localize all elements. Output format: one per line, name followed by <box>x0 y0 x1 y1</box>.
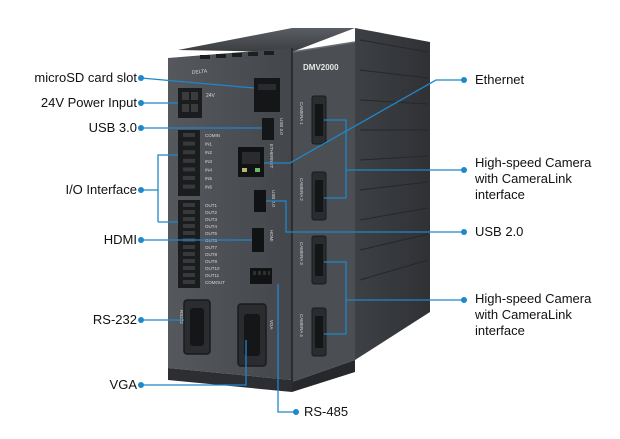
io-terminal-hole <box>183 167 195 172</box>
io-pin-label: IN6 <box>205 185 213 190</box>
leader-rs485 <box>277 284 296 413</box>
io-pin-label: OUT3 <box>205 217 217 222</box>
usb2-port-text: USB 2.0 <box>271 190 276 207</box>
brand-label: DELTA <box>192 68 209 76</box>
label-rs232: RS-232 <box>92 312 137 327</box>
label-camera-a-line-1: High-speed Camera <box>475 155 592 170</box>
label-ethernet: Ethernet <box>475 72 525 87</box>
io-pin-list: COMIN IN1IN2IN3IN4IN5IN6OUT1OUT2OUT3OUT4O… <box>183 133 225 285</box>
io-pin-label: IN5 <box>205 176 213 181</box>
label-camera-a: High-speed Camera with CameraLink interf… <box>475 155 620 203</box>
status-leds <box>200 51 274 59</box>
right-side-panel <box>355 28 430 360</box>
rs485-port <box>250 268 272 284</box>
io-pin-label: IN2 <box>205 150 213 155</box>
io-pin-label: IN1 <box>205 142 213 147</box>
io-terminal-hole <box>183 158 195 163</box>
io-pin-label: OUT10 <box>205 266 220 271</box>
io-pin-label: COMIN <box>205 133 220 138</box>
model-label: DMV2000 <box>303 63 339 72</box>
label-camera-b-line-1: High-speed Camera <box>475 291 592 306</box>
power-connector <box>178 88 202 118</box>
io-pin-label: COMOUT <box>205 280 225 285</box>
rs232-port-text: RS232 <box>179 310 184 324</box>
io-terminal-hole <box>183 266 195 270</box>
io-pin-label: OUT11 <box>205 273 220 278</box>
leader-usb2 <box>266 200 464 233</box>
io-terminal-hole <box>183 217 195 221</box>
camera-port-list: CAMERA 1 CAMERA 2 CAMERA 3 CAMERA 4 <box>299 95 327 357</box>
usb3-port <box>262 118 274 140</box>
io-terminal-hole <box>183 224 195 228</box>
label-camera-b-line-3: interface <box>475 323 525 338</box>
label-rs485: RS-485 <box>304 404 349 419</box>
io-pin-label: OUT7 <box>205 245 217 250</box>
label-io: I/O Interface <box>65 182 137 197</box>
camera-port-label: CAMERA 3 <box>299 242 304 265</box>
io-pin-label: IN4 <box>205 167 213 172</box>
camera-port-label: CAMERA 2 <box>299 178 304 201</box>
camera-port-socket <box>315 244 323 276</box>
camera-port-label: CAMERA 1 <box>299 102 304 125</box>
io-terminal-hole <box>183 176 195 180</box>
hdmi-port-text: HDMI <box>269 230 274 242</box>
label-usb2: USB 2.0 <box>475 224 524 239</box>
io-pin-label: OUT4 <box>205 224 217 229</box>
io-pin-label: OUT5 <box>205 231 217 236</box>
leader-microsd <box>140 77 255 89</box>
io-terminal-hole <box>183 245 195 249</box>
leader-dots <box>138 75 467 415</box>
leader-camera-a <box>324 119 464 171</box>
ethernet-port-text: ETHERNET <box>269 144 274 169</box>
label-hdmi: HDMI <box>103 232 137 247</box>
io-pin-label: IN3 <box>205 159 213 164</box>
label-vga: VGA <box>109 377 137 392</box>
camera-port-socket <box>315 180 323 212</box>
label-camera-a-line-2: with CameraLink <box>475 171 572 186</box>
leader-io <box>141 154 178 191</box>
io-terminal-hole <box>183 133 195 137</box>
heatsink-fins <box>359 39 429 281</box>
io-terminal-hole <box>183 259 195 263</box>
label-microsd: microSD card slot <box>34 70 137 85</box>
io-terminal-hole <box>183 231 195 235</box>
camera-port-label: CAMERA 4 <box>299 314 304 337</box>
io-pin-label: OUT9 <box>205 259 217 264</box>
leader-ethernet <box>264 79 464 164</box>
label-camera-b: High-speed Camera with CameraLink interf… <box>475 291 620 339</box>
camera-port-socket <box>315 316 323 348</box>
hdmi-port <box>252 228 264 252</box>
io-pin-label: OUT1 <box>205 203 217 208</box>
label-power: 24V Power Input <box>40 95 137 110</box>
io-terminal-hole <box>183 210 195 214</box>
label-camera-b-line-2: with CameraLink <box>475 307 572 322</box>
leader-lines <box>140 77 464 413</box>
device-body: 24V USB 3.0 COMIN IN1IN2IN3IN4IN5IN6OUT1O… <box>168 28 430 392</box>
power-connector-text: 24V <box>206 93 216 99</box>
io-terminal-hole <box>183 252 195 256</box>
io-terminal-hole <box>183 273 195 277</box>
io-terminal-hole <box>183 280 195 284</box>
io-terminal-hole <box>183 184 195 189</box>
usb2-port <box>254 190 266 212</box>
usb3-port-text: USB 3.0 <box>279 118 284 135</box>
leader-camera-b <box>324 261 464 301</box>
vga-port-text: VGA <box>269 320 274 330</box>
io-pin-label: OUT8 <box>205 252 217 257</box>
io-terminal-hole <box>183 141 195 146</box>
microsd-slot <box>254 78 280 112</box>
label-usb3: USB 3.0 <box>88 120 137 135</box>
io-terminal-hole <box>183 203 195 207</box>
leader-vga <box>141 340 247 386</box>
io-pin-label: OUT2 <box>205 210 217 215</box>
top-panel <box>178 28 355 52</box>
camera-port-socket <box>315 104 323 136</box>
label-camera-a-line-3: interface <box>475 187 525 202</box>
io-terminal-hole <box>183 150 195 155</box>
